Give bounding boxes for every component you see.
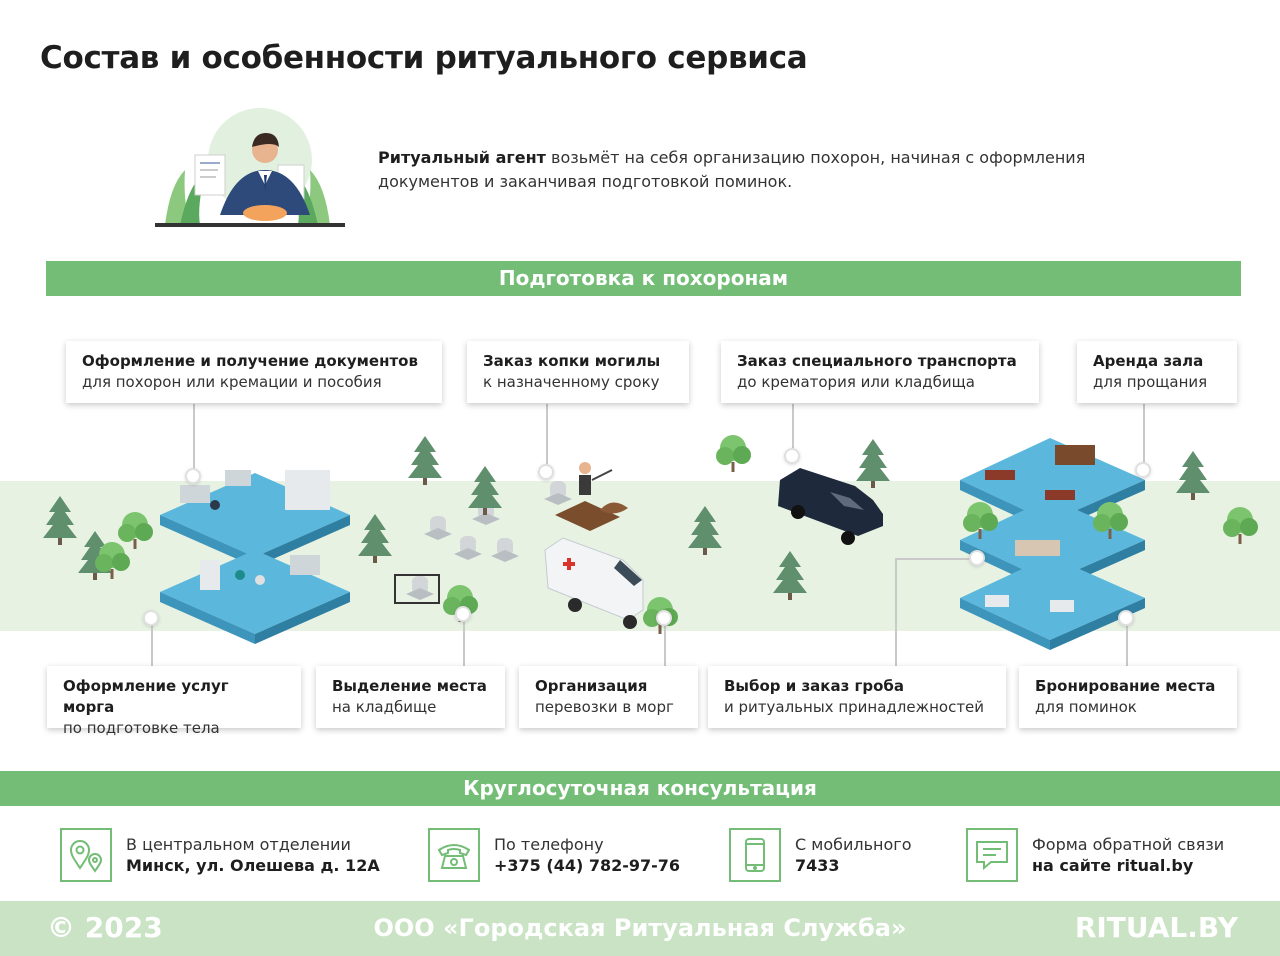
connector-line <box>792 404 794 450</box>
card-title: Заказ специального транспорта <box>737 352 1017 370</box>
card-title: Оформление услуг морга <box>63 677 229 716</box>
contact-short-number[interactable]: 7433 <box>795 856 840 875</box>
service-card-morgue: Оформление услуг морга по подготовке тел… <box>47 666 301 737</box>
contact-feedback: Форма обратной связи на сайте ritual.by <box>966 828 1236 884</box>
card-title: Бронирование места <box>1035 677 1216 695</box>
contact-label: В центральном отделении <box>126 835 351 854</box>
office-morgue-building <box>160 470 350 644</box>
connector-dot <box>143 610 159 626</box>
connector-dot <box>1118 610 1134 626</box>
footer-organization: ООО «Городская Ритуальная Служба» <box>373 914 907 942</box>
footer-copyright: © 2023 <box>47 911 163 944</box>
card-title: Аренда зала <box>1093 352 1204 370</box>
page-title: Состав и особенности ритуального сервиса <box>40 40 808 76</box>
hearse-car <box>778 468 883 545</box>
connector-line <box>895 558 975 560</box>
section-band-preparation: Подготовка к похоронам <box>46 261 1241 296</box>
telephone-icon <box>428 828 480 882</box>
contact-office: В центральном отделении Минск, ул. Олеше… <box>60 828 380 884</box>
service-card-coffin: Выбор и заказ гроба и ритуальных принадл… <box>708 666 1006 728</box>
connector-dot <box>455 606 471 622</box>
contact-phone-number[interactable]: +375 (44) 782-97-76 <box>494 856 681 875</box>
connector-line <box>151 620 153 666</box>
contact-label[interactable]: По телефону <box>494 835 604 854</box>
service-card-transfer-morgue: Организация перевозки в морг <box>519 666 698 728</box>
card-title: Оформление и получение документов <box>82 352 418 370</box>
contact-mobile: С мобильного 7433 <box>729 828 929 884</box>
footer-site-link[interactable]: RITUAL.BY <box>1074 911 1238 944</box>
card-subtitle: для похорон или кремации и пособия <box>82 373 382 391</box>
card-subtitle: для поминок <box>1035 698 1137 716</box>
card-subtitle: по подготовке тела <box>63 719 220 737</box>
section-band-consultation: Круглосуточная консультация <box>0 771 1280 806</box>
card-subtitle: и ритуальных принадлежностей <box>724 698 985 716</box>
connector-dot <box>969 550 985 566</box>
ambulance-van <box>544 537 644 629</box>
card-subtitle: до крематория или кладбища <box>737 373 975 391</box>
service-card-cemetery-plot: Выделение места на кладбище <box>316 666 505 728</box>
contact-label: С мобильного <box>795 835 912 854</box>
connector-dot <box>1135 462 1151 478</box>
connector-line <box>895 560 897 666</box>
footer: © 2023 ООО «Городская Ритуальная Служба»… <box>0 901 1280 956</box>
connector-line <box>1126 620 1128 666</box>
card-title: Выделение места <box>332 677 487 695</box>
service-card-documents: Оформление и получение документов для по… <box>66 341 442 403</box>
contact-address: Минск, ул. Олешева д. 12А <box>126 856 380 875</box>
card-subtitle: к назначенному сроку <box>483 373 660 391</box>
agent-highlight: Ритуальный агент <box>378 148 546 167</box>
connector-dot <box>784 448 800 464</box>
service-card-memorial-booking: Бронирование места для поминок <box>1019 666 1237 728</box>
card-title: Выбор и заказ гроба <box>724 677 905 695</box>
agent-description: Ритуальный агент возьмёт на себя организ… <box>378 146 1158 194</box>
contact-label: Форма обратной связи <box>1032 835 1225 854</box>
chat-bubble-icon <box>966 828 1018 882</box>
connector-line <box>546 404 548 466</box>
connector-line <box>1143 404 1145 466</box>
funeral-scene-illustration <box>43 435 1258 650</box>
location-pin-icon <box>60 828 112 882</box>
card-title: Организация <box>535 677 648 695</box>
service-card-grave-digging: Заказ копки могилы к назначенному сроку <box>467 341 689 403</box>
card-subtitle: для прощания <box>1093 373 1208 391</box>
service-card-hall-rental: Аренда зала для прощания <box>1077 341 1237 403</box>
agent-illustration <box>155 108 345 227</box>
connector-line <box>664 620 666 666</box>
service-card-transport: Заказ специального транспорта до кремато… <box>721 341 1039 403</box>
mobile-phone-icon <box>729 828 781 882</box>
card-subtitle: на кладбище <box>332 698 437 716</box>
agent-text: возьмёт на себя организацию похорон, нач… <box>378 148 1086 191</box>
farewell-hall-building <box>960 438 1145 650</box>
connector-line <box>193 404 195 474</box>
card-subtitle: перевозки в морг <box>535 698 674 716</box>
connector-dot <box>656 610 672 626</box>
contact-phone: По телефону +375 (44) 782-97-76 <box>428 828 688 884</box>
connector-dot <box>185 468 201 484</box>
connector-dot <box>538 464 554 480</box>
card-title: Заказ копки могилы <box>483 352 661 370</box>
connector-line <box>463 610 465 666</box>
contact-website-link[interactable]: на сайте ritual.by <box>1032 856 1194 875</box>
